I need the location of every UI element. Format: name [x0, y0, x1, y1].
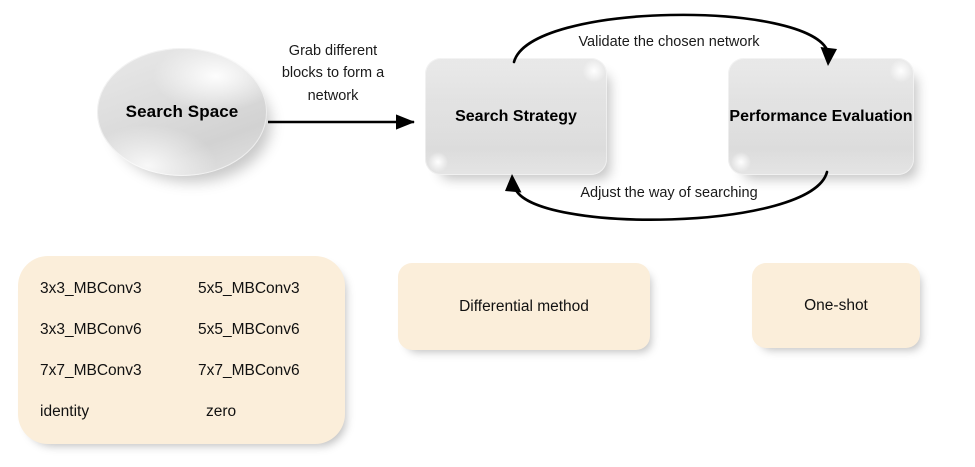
- node-search-space-label: Search Space: [125, 101, 239, 121]
- operation-item: zero: [206, 402, 237, 420]
- performance-evaluation-method-label: One-shot: [804, 296, 868, 314]
- node-performance-evaluation-label: Performance Evaluation: [729, 107, 913, 125]
- edge-label-validate: Validate the chosen network: [578, 34, 760, 50]
- operation-item: 5x5_MBConv3: [198, 279, 300, 297]
- operation-item: 3x3_MBConv6: [40, 320, 142, 338]
- edge-label-adjust: Adjust the way of searching: [580, 185, 758, 201]
- node-search-strategy-label: Search Strategy: [455, 107, 577, 125]
- node-performance-evaluation[interactable]: Performance Evaluation: [728, 58, 914, 175]
- node-search-strategy[interactable]: Search Strategy: [425, 58, 607, 175]
- operations-grid: 3x3_MBConv3 5x5_MBConv3 3x3_MBConv6 5x5_…: [40, 268, 330, 432]
- operation-item: 3x3_MBConv3: [40, 279, 142, 297]
- operation-item: identity: [40, 402, 90, 420]
- node-search-space[interactable]: Search Space: [97, 48, 267, 176]
- panel-performance-evaluation-method: One-shot: [752, 263, 920, 348]
- panel-search-space-operations: 3x3_MBConv3 5x5_MBConv3 3x3_MBConv6 5x5_…: [18, 256, 345, 444]
- operation-item: 7x7_MBConv3: [40, 361, 142, 379]
- operation-item: 7x7_MBConv6: [198, 361, 300, 379]
- operation-item: 5x5_MBConv6: [198, 320, 300, 338]
- search-strategy-method-label: Differential method: [459, 297, 589, 315]
- edge-label-grab: Grab different blocks to form a network: [281, 43, 385, 104]
- panel-search-strategy-method: Differential method: [398, 263, 650, 350]
